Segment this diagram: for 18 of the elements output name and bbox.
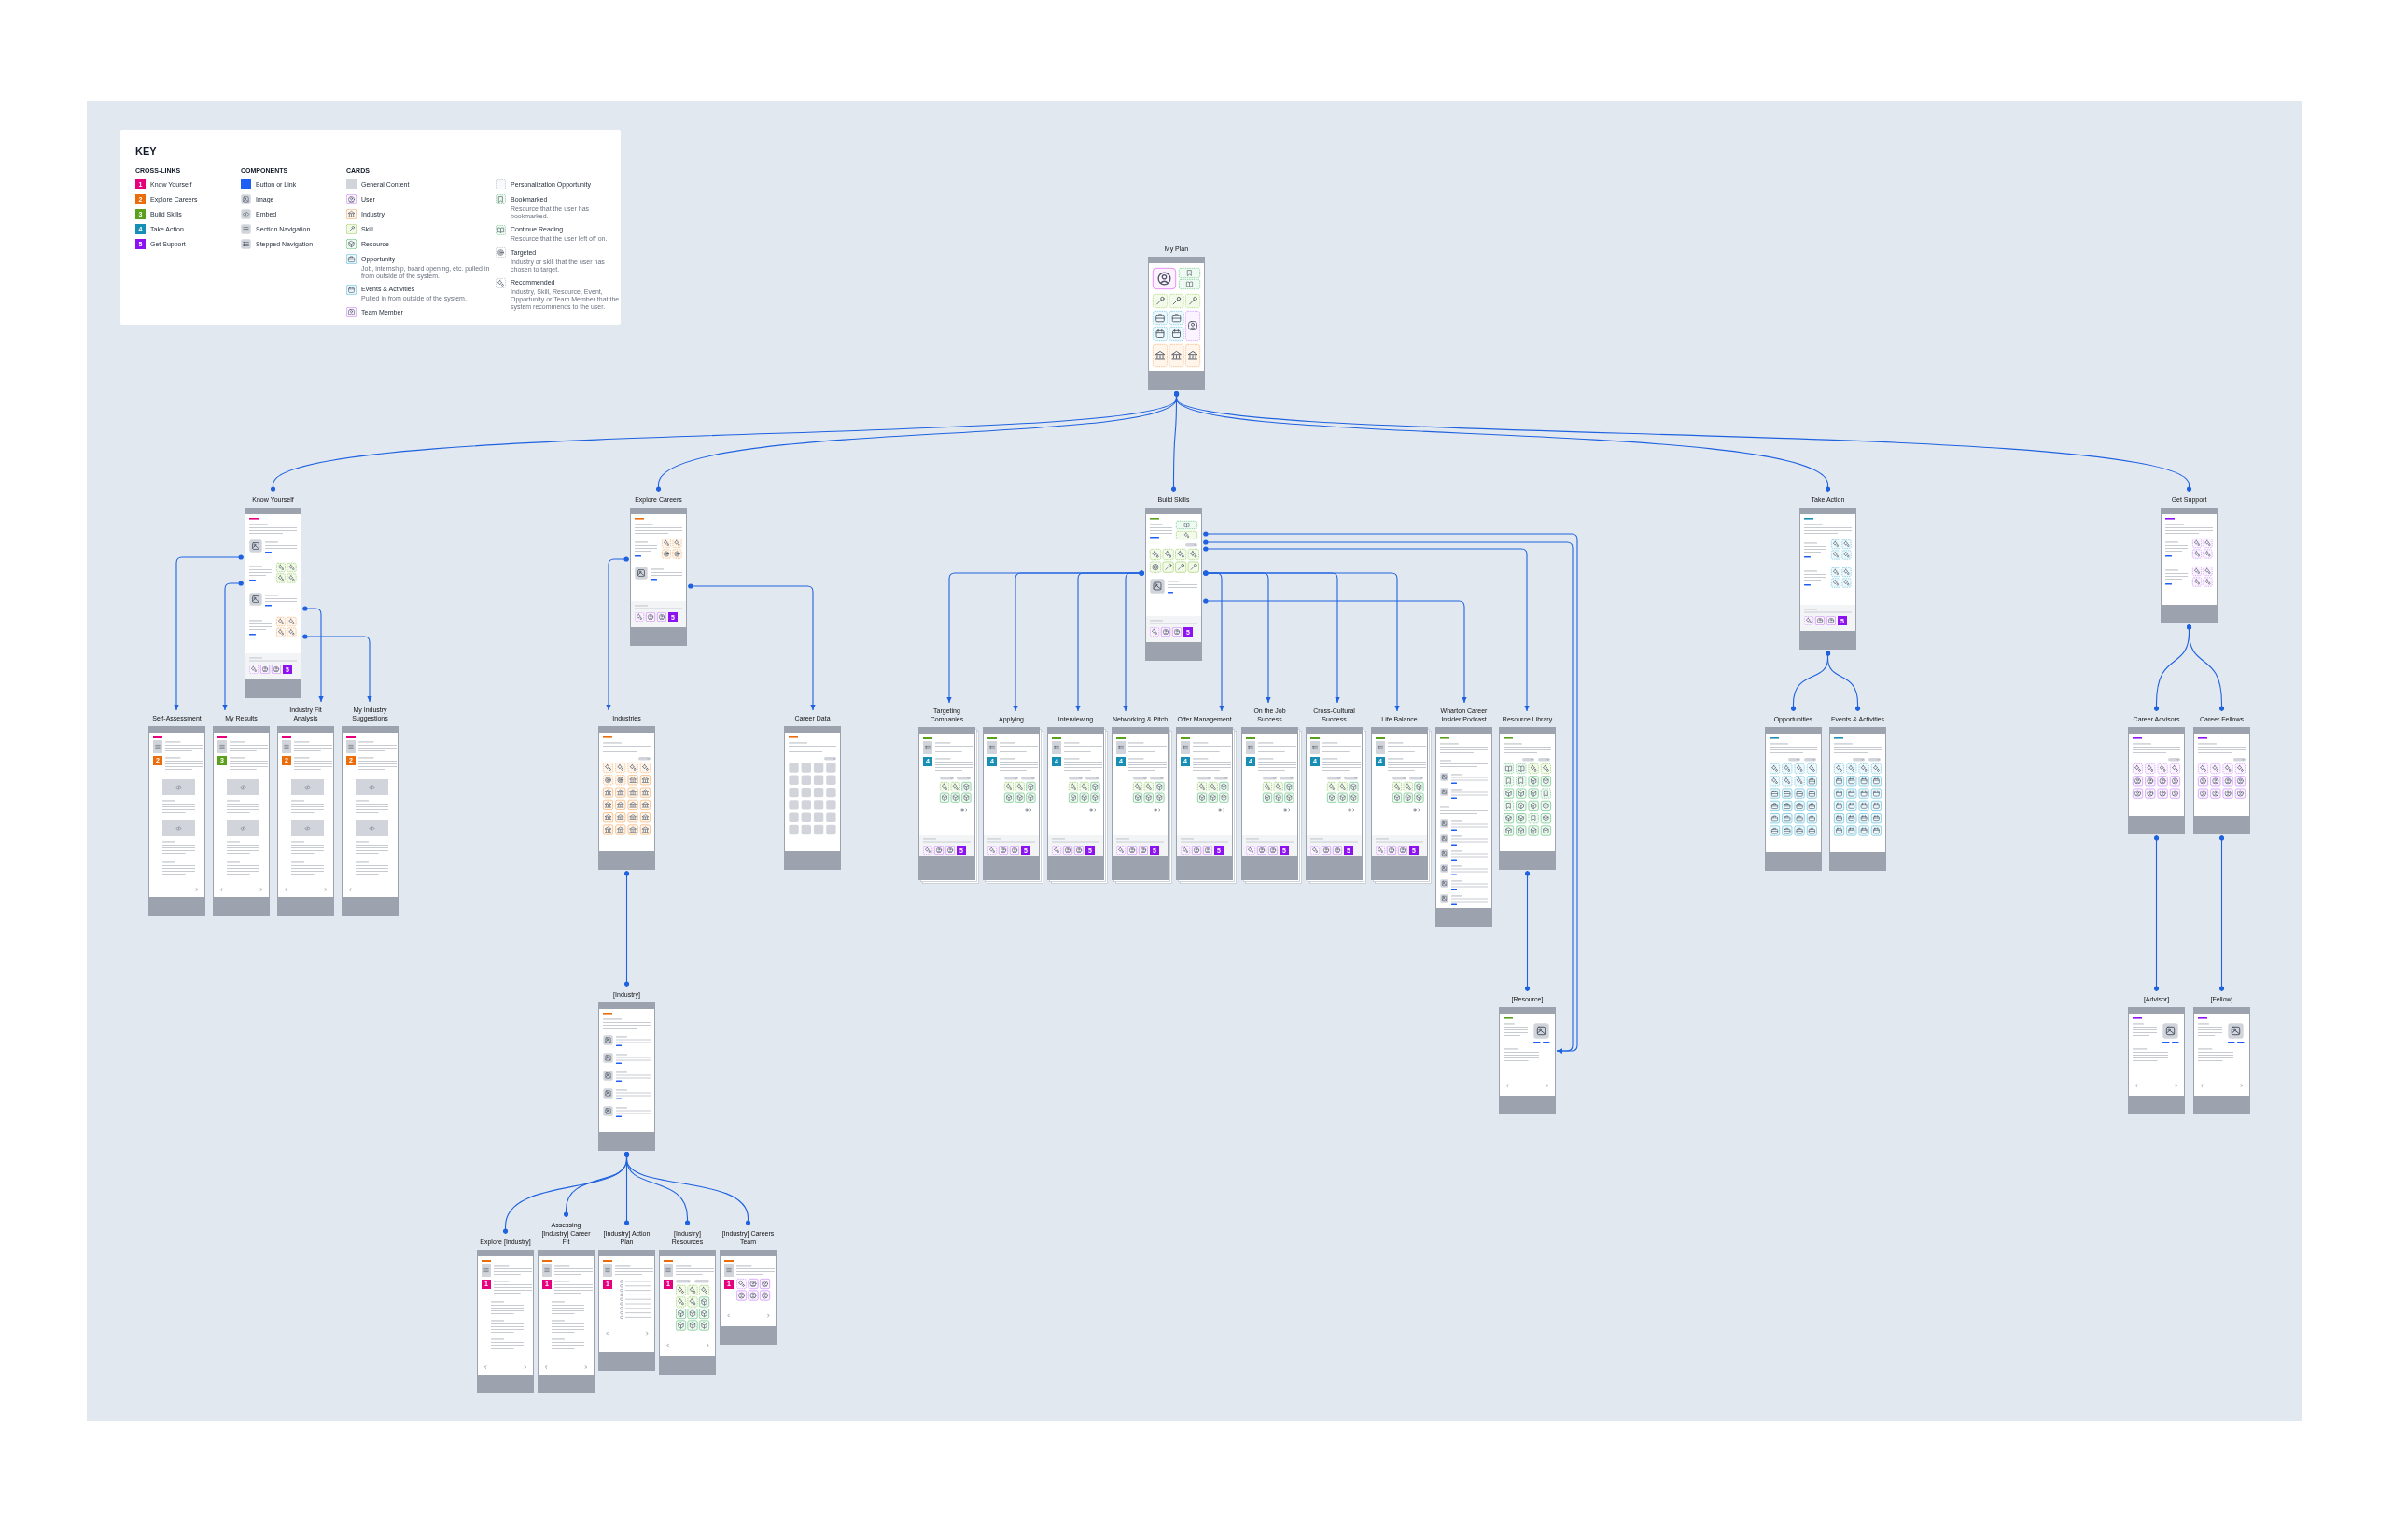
arrow	[174, 554, 245, 711]
connector-line	[1524, 870, 1531, 992]
arrow	[222, 581, 245, 711]
arrow	[687, 583, 816, 711]
legend-title: KEY	[135, 146, 158, 158]
arrow	[301, 634, 372, 703]
arrow	[1202, 598, 1467, 704]
arrow	[1123, 570, 1145, 712]
arrow	[606, 556, 630, 711]
connector-line	[623, 870, 630, 987]
arrow	[1202, 546, 1530, 712]
arrow	[1202, 570, 1400, 712]
connector-line	[623, 1151, 751, 1226]
connector-line	[2153, 834, 2160, 992]
connector-line	[1825, 650, 1861, 712]
arrow	[301, 606, 324, 703]
connector-line	[2218, 834, 2225, 992]
connector-line	[2186, 623, 2225, 712]
